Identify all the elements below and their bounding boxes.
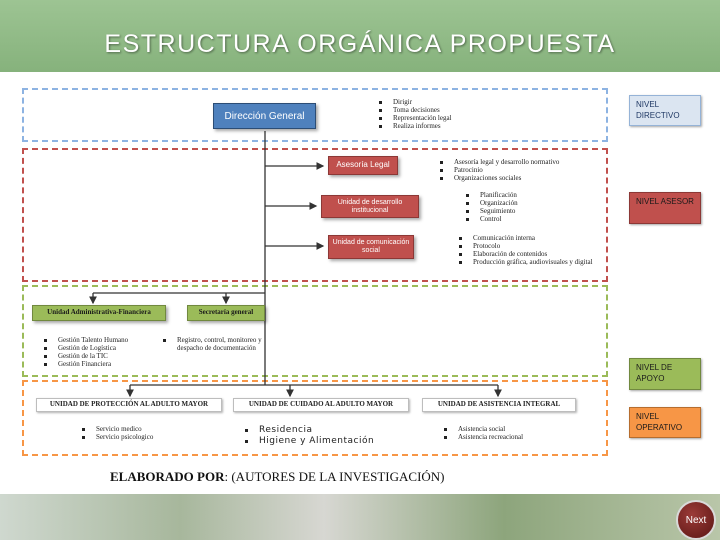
list-item: Realiza informes	[377, 122, 452, 130]
level-apoyo: NIVEL DE APOYO	[629, 358, 701, 390]
list-item: Gestión de la TIC	[42, 352, 128, 360]
unidad-cuidado-duties: Residencia Higiene y Alimentación	[243, 425, 374, 447]
level-directivo-label: NIVEL DIRECTIVO	[636, 100, 680, 120]
list-item: Asistencia recreacional	[442, 433, 523, 441]
level-operativo: NIVEL OPERATIVO	[629, 407, 701, 438]
level-operativo-label: NIVEL OPERATIVO	[636, 412, 683, 432]
list-item: Patrocinio	[438, 166, 559, 174]
box-unidad-proteccion-label: UNIDAD DE PROTECCIÓN AL ADULTO MAYOR	[49, 400, 209, 409]
unidad-administrativa-duties: Gestión Talento Humano Gestión de Logíst…	[42, 336, 128, 368]
list-item: Residencia	[243, 425, 374, 436]
box-unidad-cuidado-label: UNIDAD DE CUIDADO AL ADULTO MAYOR	[248, 400, 394, 409]
box-unidad-proteccion: UNIDAD DE PROTECCIÓN AL ADULTO MAYOR	[36, 398, 222, 412]
directivo-duties: Dirigir Toma decisiones Representación l…	[377, 98, 452, 130]
next-button-label: Next	[685, 514, 707, 526]
region-apoyo	[22, 285, 608, 377]
slide-title: ESTRUCTURA ORGÁNICA PROPUESTA	[104, 30, 616, 58]
list-item: Protocolo	[457, 242, 597, 250]
box-secretaria-general-label: Secretaría general	[198, 308, 254, 317]
unidad-asistencia-duties: Asistencia social Asistencia recreaciona…	[442, 425, 523, 441]
list-item: Gestión de Logística	[42, 344, 128, 352]
box-unidad-administrativa: Unidad Administrativa-Financiera	[32, 305, 166, 321]
box-unidad-asistencia-label: UNIDAD DE ASISTENCIA INTEGRAL	[437, 400, 561, 409]
asesoria-legal-duties: Asesoría legal y desarrollo normativo Pa…	[438, 158, 559, 182]
list-item: Seguimiento	[464, 207, 518, 215]
list-item: Servicio medico	[80, 425, 153, 433]
level-apoyo-label: NIVEL DE APOYO	[636, 363, 673, 383]
list-item: Producción gráfica, audiovisuales y digi…	[457, 258, 597, 266]
credit-line: ELABORADO POR: (AUTORES DE LA INVESTIGAC…	[110, 469, 445, 485]
list-item: Gestión Talento Humano	[42, 336, 128, 344]
box-direccion-general: Dirección General	[213, 103, 316, 129]
next-button[interactable]: Next	[676, 500, 716, 540]
title-bar: ESTRUCTURA ORGÁNICA PROPUESTA	[0, 0, 720, 72]
box-secretaria-general: Secretaría general	[187, 305, 265, 321]
level-asesor-label: NIVEL ASESOR	[636, 197, 694, 206]
credit-text: : (AUTORES DE LA INVESTIGACIÓN)	[224, 469, 445, 484]
box-comunicacion-social-label: Unidad de comunicación social	[332, 239, 410, 254]
region-operativo	[22, 380, 608, 456]
list-item: Toma decisiones	[377, 106, 452, 114]
list-item: Planificación	[464, 191, 518, 199]
list-item: Organizaciones sociales	[438, 174, 559, 182]
list-item: Comunicación interna	[457, 234, 597, 242]
box-desarrollo-institucional: Unidad de desarrollo institucional	[321, 195, 419, 218]
box-asesoria-legal: Asesoría Legal	[328, 156, 398, 175]
list-item: Asistencia social	[442, 425, 523, 433]
list-item: Registro, control, monitoreo y despacho …	[161, 336, 271, 352]
list-item: Representación legal	[377, 114, 452, 122]
box-unidad-administrativa-label: Unidad Administrativa-Financiera	[47, 308, 151, 317]
box-asesoria-legal-label: Asesoría Legal	[336, 160, 390, 170]
level-directivo: NIVEL DIRECTIVO	[629, 95, 701, 126]
list-item: Servicio psicologico	[80, 433, 153, 441]
list-item: Asesoría legal y desarrollo normativo	[438, 158, 559, 166]
credit-label: ELABORADO POR	[110, 469, 225, 484]
list-item: Gestión Financiera	[42, 360, 128, 368]
box-unidad-asistencia: UNIDAD DE ASISTENCIA INTEGRAL	[422, 398, 576, 412]
desarrollo-institucional-duties: Planificación Organización Seguimiento C…	[464, 191, 518, 223]
region-directivo	[22, 88, 608, 142]
level-asesor: NIVEL ASESOR	[629, 192, 701, 224]
box-direccion-general-label: Dirección General	[224, 110, 305, 122]
region-asesor	[22, 148, 608, 282]
list-item: Higiene y Alimentación	[243, 436, 374, 447]
comunicacion-social-duties: Comunicación interna Protocolo Elaboraci…	[457, 234, 597, 266]
list-item: Elaboración de contenidos	[457, 250, 597, 258]
list-item: Organización	[464, 199, 518, 207]
list-item: Dirigir	[377, 98, 452, 106]
bottom-photo-strip	[0, 494, 720, 540]
box-comunicacion-social: Unidad de comunicación social	[328, 235, 414, 259]
unidad-proteccion-duties: Servicio medico Servicio psicologico	[80, 425, 153, 441]
box-unidad-cuidado: UNIDAD DE CUIDADO AL ADULTO MAYOR	[233, 398, 409, 412]
secretaria-general-duties: Registro, control, monitoreo y despacho …	[161, 336, 271, 352]
list-item: Control	[464, 215, 518, 223]
box-desarrollo-institucional-label: Unidad de desarrollo institucional	[337, 198, 403, 214]
